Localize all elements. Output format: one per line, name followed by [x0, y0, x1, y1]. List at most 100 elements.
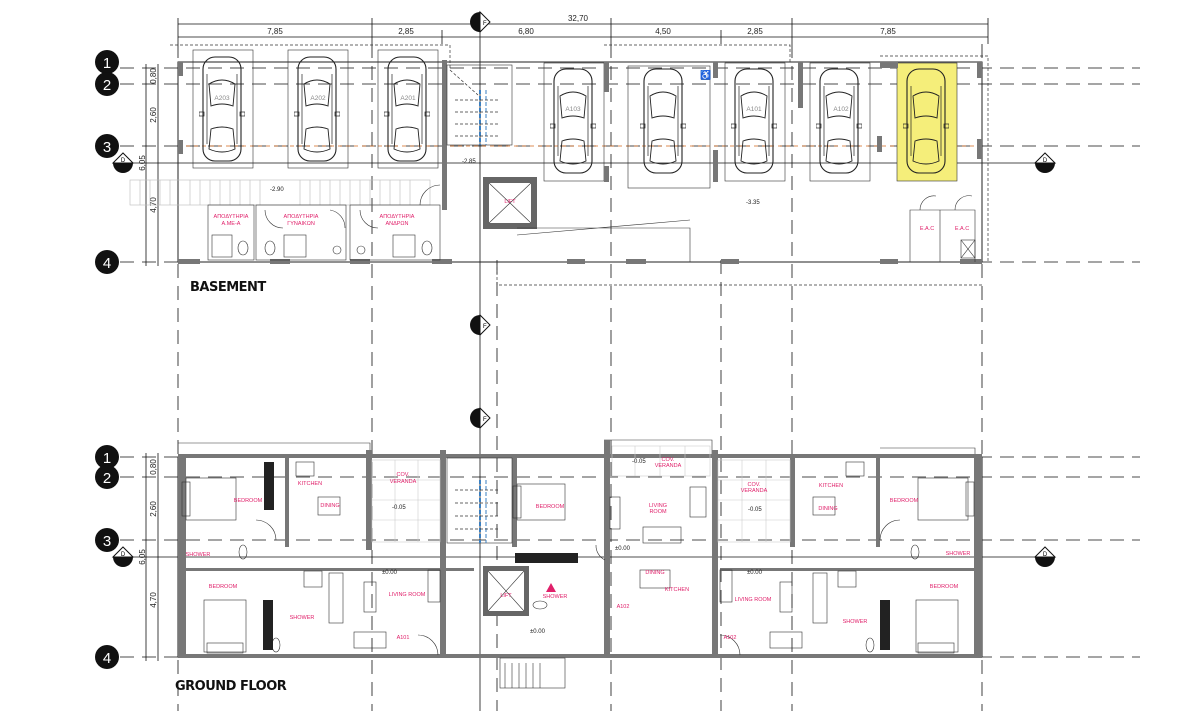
level-marker: -0.05 — [632, 459, 646, 465]
staircase — [446, 64, 513, 146]
plan-title-basement: BASEMENT — [190, 280, 266, 295]
room-label: BEDROOM — [930, 584, 959, 590]
car-icon — [731, 68, 777, 174]
parking-spot-label: A103 — [565, 106, 581, 113]
staircase — [446, 457, 566, 689]
dimension-label: 6,05 — [138, 155, 147, 171]
room-label: COV.VERANDA — [655, 457, 682, 469]
room-label: DINING — [818, 506, 837, 512]
room-label: COV.VERANDA — [390, 472, 417, 485]
vertical-grid-lines — [177, 22, 983, 711]
level-marker: ±0.00 — [615, 546, 631, 552]
parking-spot-label: A203 — [214, 95, 230, 102]
ramp — [516, 219, 691, 262]
car-icon — [384, 56, 430, 162]
axis-label: 1 — [103, 55, 111, 72]
level-marker: ±0.00 — [382, 570, 398, 576]
room-label: A102 — [724, 635, 737, 641]
section-markers: D D D D F F F — [111, 10, 1057, 567]
furniture — [181, 461, 975, 656]
section-marker-f: F — [470, 313, 491, 337]
basement-plan: ♿ A203 A202 A201 A103 A101 A102 — [129, 44, 989, 295]
section-letter: F — [483, 21, 487, 27]
ground-floor-plan: BEDROOM KITCHEN DINING COV.VERANDA SHOWE… — [175, 439, 983, 694]
room-label: SHOWER — [290, 615, 315, 621]
dimension-label: 0,80 — [149, 459, 158, 475]
axis-label: 2 — [103, 77, 111, 94]
dimension-label: 2,60 — [149, 107, 158, 123]
axis-label: 4 — [103, 650, 111, 667]
car-icon — [294, 56, 340, 162]
grid-axis-bubbles: 1 2 3 4 1 2 3 4 — [95, 50, 119, 669]
level-marker: -0.05 — [748, 507, 762, 513]
room-label: BEDROOM — [234, 498, 263, 504]
dimension-segment: 7,85 — [880, 27, 896, 36]
room-label: DINING — [320, 503, 339, 509]
section-letter: D — [1043, 552, 1048, 558]
parking-spot-label: A201 — [400, 95, 416, 102]
dimension-segment: 2,85 — [398, 27, 414, 36]
room-label: BEDROOM — [209, 584, 238, 590]
walls — [178, 440, 982, 658]
car-icon — [199, 56, 245, 162]
dimension-chain: 32,70 7,85 2,85 6,80 4,50 2,85 7,85 — [177, 14, 989, 44]
dimension-label: 6,05 — [138, 549, 147, 565]
level-marker: -2.85 — [462, 159, 476, 165]
dimension-label: 4,70 — [149, 592, 158, 608]
vertical-dimensions — [145, 64, 159, 661]
columns — [178, 60, 982, 264]
section-marker-d: D — [111, 152, 135, 173]
room-label: COV.VERANDA — [741, 482, 768, 494]
parking-spot-label: A101 — [746, 106, 762, 113]
room-label: A101 — [397, 635, 410, 641]
level-marker: -3.35 — [746, 200, 760, 206]
room-label: SHOWER — [843, 619, 868, 625]
room-label: KITCHEN — [665, 587, 689, 593]
room-label: E.A.C — [955, 226, 969, 232]
axis-label: 3 — [103, 139, 111, 156]
wheelchair-icon: ♿ — [700, 69, 711, 80]
veranda-tiles — [371, 445, 791, 543]
level-marker: ±0.00 — [530, 629, 546, 635]
wardrobes — [263, 462, 890, 650]
car-icon — [816, 68, 862, 174]
highlighted-parking-bay[interactable] — [896, 62, 958, 182]
dimension-segment: 4,50 — [655, 27, 671, 36]
level-marker: -2.90 — [270, 187, 284, 193]
room-label: BEDROOM — [890, 498, 919, 504]
room-label: KITCHEN — [819, 483, 843, 489]
section-marker-d: D — [1033, 152, 1057, 173]
section-letter: D — [121, 552, 126, 558]
level-marker: -0.05 — [392, 505, 406, 511]
section-letter: F — [483, 324, 487, 330]
room-label: SHOWER — [186, 552, 211, 558]
total-dimension: 32,70 — [568, 14, 589, 23]
changing-rooms — [207, 184, 976, 262]
axis-label: 4 — [103, 255, 111, 272]
room-label: A102 — [617, 604, 630, 610]
axis-label: 1 — [103, 450, 111, 467]
room-label: KITCHEN — [298, 481, 322, 487]
room-label: LIVING ROOM — [389, 592, 426, 598]
room-label: SHOWER — [946, 551, 971, 557]
room-label: SHOWER — [543, 594, 568, 600]
room-label: E.A.C — [920, 226, 934, 232]
room-labels: BEDROOM KITCHEN DINING COV.VERANDA SHOWE… — [186, 457, 971, 641]
section-letter: F — [483, 417, 487, 423]
level-markers: -0.05 ±0.00 ±0.00 ±0.00 -0.05 -0.05 ±0.0… — [382, 459, 763, 635]
lift-shaft: LIFT — [483, 177, 537, 229]
level-marker: ±0.00 — [747, 570, 763, 576]
dimension-label: 0,80 — [149, 68, 158, 84]
plan-title-ground-floor: GROUND FLOOR — [175, 679, 287, 694]
room-label: LIFT — [500, 593, 512, 599]
warning-marker-icon — [546, 583, 556, 592]
room-label: DINING — [645, 570, 664, 576]
parking-spot-label: A102 — [833, 106, 849, 113]
car-icon — [550, 68, 596, 174]
dimension-label: 2,60 — [149, 501, 158, 517]
section-marker-f: F — [470, 406, 491, 430]
